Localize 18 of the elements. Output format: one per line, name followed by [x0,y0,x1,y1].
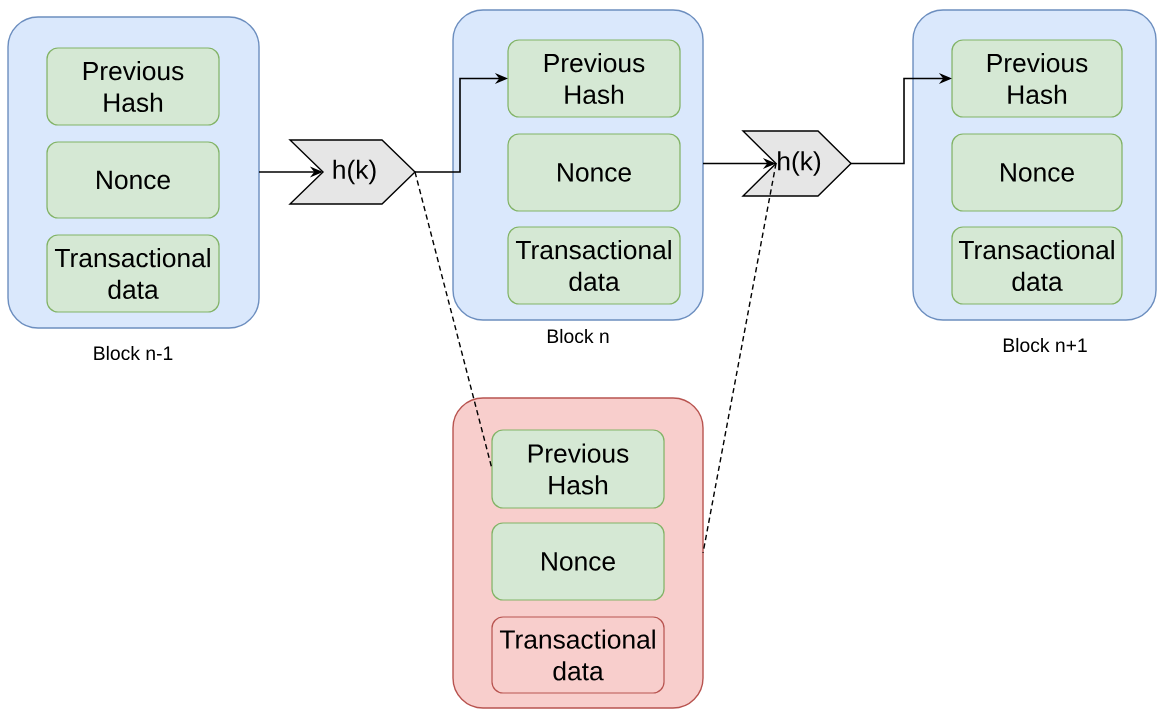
dashed-line [702,162,777,554]
hash-chevron: h(k) [288,139,417,205]
node-label: Block n+1 [1003,337,1087,353]
field-box: Previous Hash [951,39,1123,118]
field-box: Nonce [507,133,681,212]
node-label: Block n [547,328,609,344]
node-label: Block n-1 [94,345,173,361]
field-box: Transactional data [491,616,665,694]
field-box: Nonce [951,133,1123,212]
field-box: Transactional data [46,234,220,313]
field-box: Previous Hash [46,47,220,126]
field-box: Previous Hash [507,39,681,118]
field-box: Transactional data [951,226,1123,305]
field-box: Transactional data [507,226,681,305]
field-box: Previous Hash [491,429,665,509]
hash-chevron: h(k) [741,130,852,197]
field-box: Nonce [46,141,220,219]
field-box: Nonce [491,522,665,601]
